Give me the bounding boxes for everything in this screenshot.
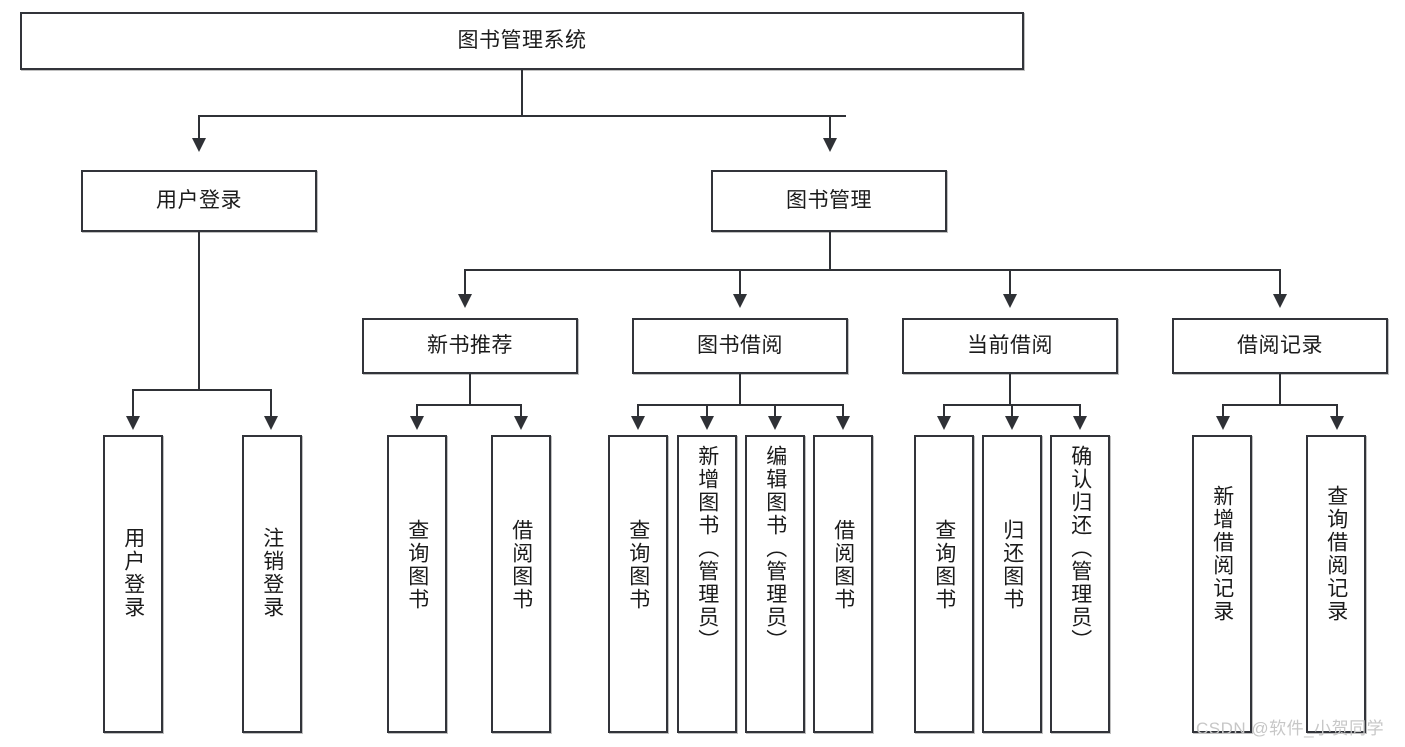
connector-cb-drop-3 — [1079, 404, 1081, 418]
connector-bb-drop-1 — [637, 404, 639, 418]
arrow-to-leaf-return-book — [1005, 416, 1019, 430]
connector-recommend-bus — [416, 404, 522, 406]
connector-root-drop-right — [829, 115, 831, 141]
leaf-user-login[interactable]: 用户登录 — [103, 435, 163, 733]
connector-recommend-drop-1 — [416, 404, 418, 418]
leaf-confirm-return-label: 确认归还（管理员） — [1068, 445, 1092, 652]
node-borrow-record[interactable]: 借阅记录 — [1172, 318, 1388, 374]
leaf-confirm-return[interactable]: 确认归还（管理员） — [1050, 435, 1110, 733]
connector-root-drop-left — [198, 115, 200, 141]
connector-l3-drop-4 — [1279, 269, 1281, 296]
leaf-user-login-label: 用户登录 — [121, 527, 145, 619]
leaf-query-book-1[interactable]: 查询图书 — [387, 435, 447, 733]
leaf-add-record[interactable]: 新增借阅记录 — [1192, 435, 1252, 733]
node-root[interactable]: 图书管理系统 — [20, 12, 1024, 70]
leaf-logout-login[interactable]: 注销登录 — [242, 435, 302, 733]
arrow-to-leaf-edit-book — [768, 416, 782, 430]
node-user-login[interactable]: 用户登录 — [81, 170, 317, 232]
node-current-borrow[interactable]: 当前借阅 — [902, 318, 1118, 374]
connector-borrowrecord-bus — [1222, 404, 1338, 406]
connector-bb-drop-2 — [706, 404, 708, 418]
arrow-to-current-borrow — [1003, 294, 1017, 308]
leaf-return-book[interactable]: 归还图书 — [982, 435, 1042, 733]
connector-bookmanage-bus — [464, 269, 1281, 271]
node-current-borrow-label: 当前借阅 — [967, 333, 1053, 357]
connector-borrowrecord-stem — [1279, 374, 1281, 405]
leaf-query-book-3[interactable]: 查询图书 — [914, 435, 974, 733]
leaf-query-book-1-label: 查询图书 — [405, 519, 429, 611]
connector-cb-drop-1 — [943, 404, 945, 418]
node-book-manage[interactable]: 图书管理 — [711, 170, 947, 232]
connector-bookborrow-bus — [637, 404, 843, 406]
node-book-borrow[interactable]: 图书借阅 — [632, 318, 848, 374]
leaf-add-book[interactable]: 新增图书（管理员） — [677, 435, 737, 733]
node-new-book-recommend[interactable]: 新书推荐 — [362, 318, 578, 374]
arrow-to-leaf-query-book-1 — [410, 416, 424, 430]
connector-cb-drop-2 — [1011, 404, 1013, 418]
connector-root-bus — [198, 115, 846, 117]
connector-userlogin-stem — [198, 232, 200, 390]
connector-bb-drop-4 — [842, 404, 844, 418]
arrow-to-leaf-borrow-book-1 — [514, 416, 528, 430]
connector-l3-drop-1 — [464, 269, 466, 296]
connector-br-drop-1 — [1222, 404, 1224, 418]
arrow-to-book-borrow — [733, 294, 747, 308]
arrow-to-leaf-query-book-3 — [937, 416, 951, 430]
arrow-to-new-book-recommend — [458, 294, 472, 308]
node-new-book-recommend-label: 新书推荐 — [427, 333, 513, 357]
leaf-query-book-3-label: 查询图书 — [932, 519, 956, 611]
leaf-query-book-2-label: 查询图书 — [626, 519, 650, 611]
watermark-text: CSDN @软件_小贺同学 — [1196, 719, 1385, 738]
arrow-to-leaf-confirm-return — [1073, 416, 1087, 430]
connector-recommend-stem — [469, 374, 471, 405]
leaf-add-book-label: 新增图书（管理员） — [695, 445, 719, 652]
arrow-to-leaf-add-record — [1216, 416, 1230, 430]
connector-l3-drop-3 — [1009, 269, 1011, 296]
connector-bookborrow-stem — [739, 374, 741, 405]
leaf-borrow-book-1[interactable]: 借阅图书 — [491, 435, 551, 733]
arrow-to-leaf-query-book-2 — [631, 416, 645, 430]
connector-root-stem — [521, 70, 523, 116]
connector-recommend-drop-2 — [520, 404, 522, 418]
arrow-to-book-manage — [823, 138, 837, 152]
connector-bb-drop-3 — [774, 404, 776, 418]
arrow-to-leaf-user-login — [126, 416, 140, 430]
connector-userlogin-bus — [132, 389, 272, 391]
leaf-borrow-book-2-label: 借阅图书 — [831, 519, 855, 611]
leaf-return-book-label: 归还图书 — [1000, 519, 1024, 611]
leaf-query-book-2[interactable]: 查询图书 — [608, 435, 668, 733]
node-user-login-label: 用户登录 — [156, 188, 242, 212]
leaf-borrow-book-2[interactable]: 借阅图书 — [813, 435, 873, 733]
node-borrow-record-label: 借阅记录 — [1237, 333, 1323, 357]
leaf-borrow-book-1-label: 借阅图书 — [509, 519, 533, 611]
arrow-to-user-login — [192, 138, 206, 152]
connector-userlogin-drop-2 — [270, 389, 272, 418]
leaf-edit-book-label: 编辑图书（管理员） — [763, 445, 787, 652]
arrow-to-borrow-record — [1273, 294, 1287, 308]
node-book-manage-label: 图书管理 — [786, 188, 872, 212]
connector-l3-drop-2 — [739, 269, 741, 296]
connector-userlogin-drop-1 — [132, 389, 134, 418]
leaf-logout-login-label: 注销登录 — [260, 527, 284, 619]
node-root-label: 图书管理系统 — [457, 28, 587, 52]
arrow-to-leaf-query-record — [1330, 416, 1344, 430]
arrow-to-leaf-logout-login — [264, 416, 278, 430]
leaf-add-record-label: 新增借阅记录 — [1210, 485, 1234, 623]
connector-currentborrow-stem — [1009, 374, 1011, 405]
arrow-to-leaf-borrow-book-2 — [836, 416, 850, 430]
leaf-query-record-label: 查询借阅记录 — [1324, 485, 1348, 623]
connector-bookmanage-stem — [829, 232, 831, 270]
arrow-to-leaf-add-book — [700, 416, 714, 430]
node-book-borrow-label: 图书借阅 — [697, 333, 783, 357]
connector-br-drop-2 — [1336, 404, 1338, 418]
leaf-edit-book[interactable]: 编辑图书（管理员） — [745, 435, 805, 733]
leaf-query-record[interactable]: 查询借阅记录 — [1306, 435, 1366, 733]
